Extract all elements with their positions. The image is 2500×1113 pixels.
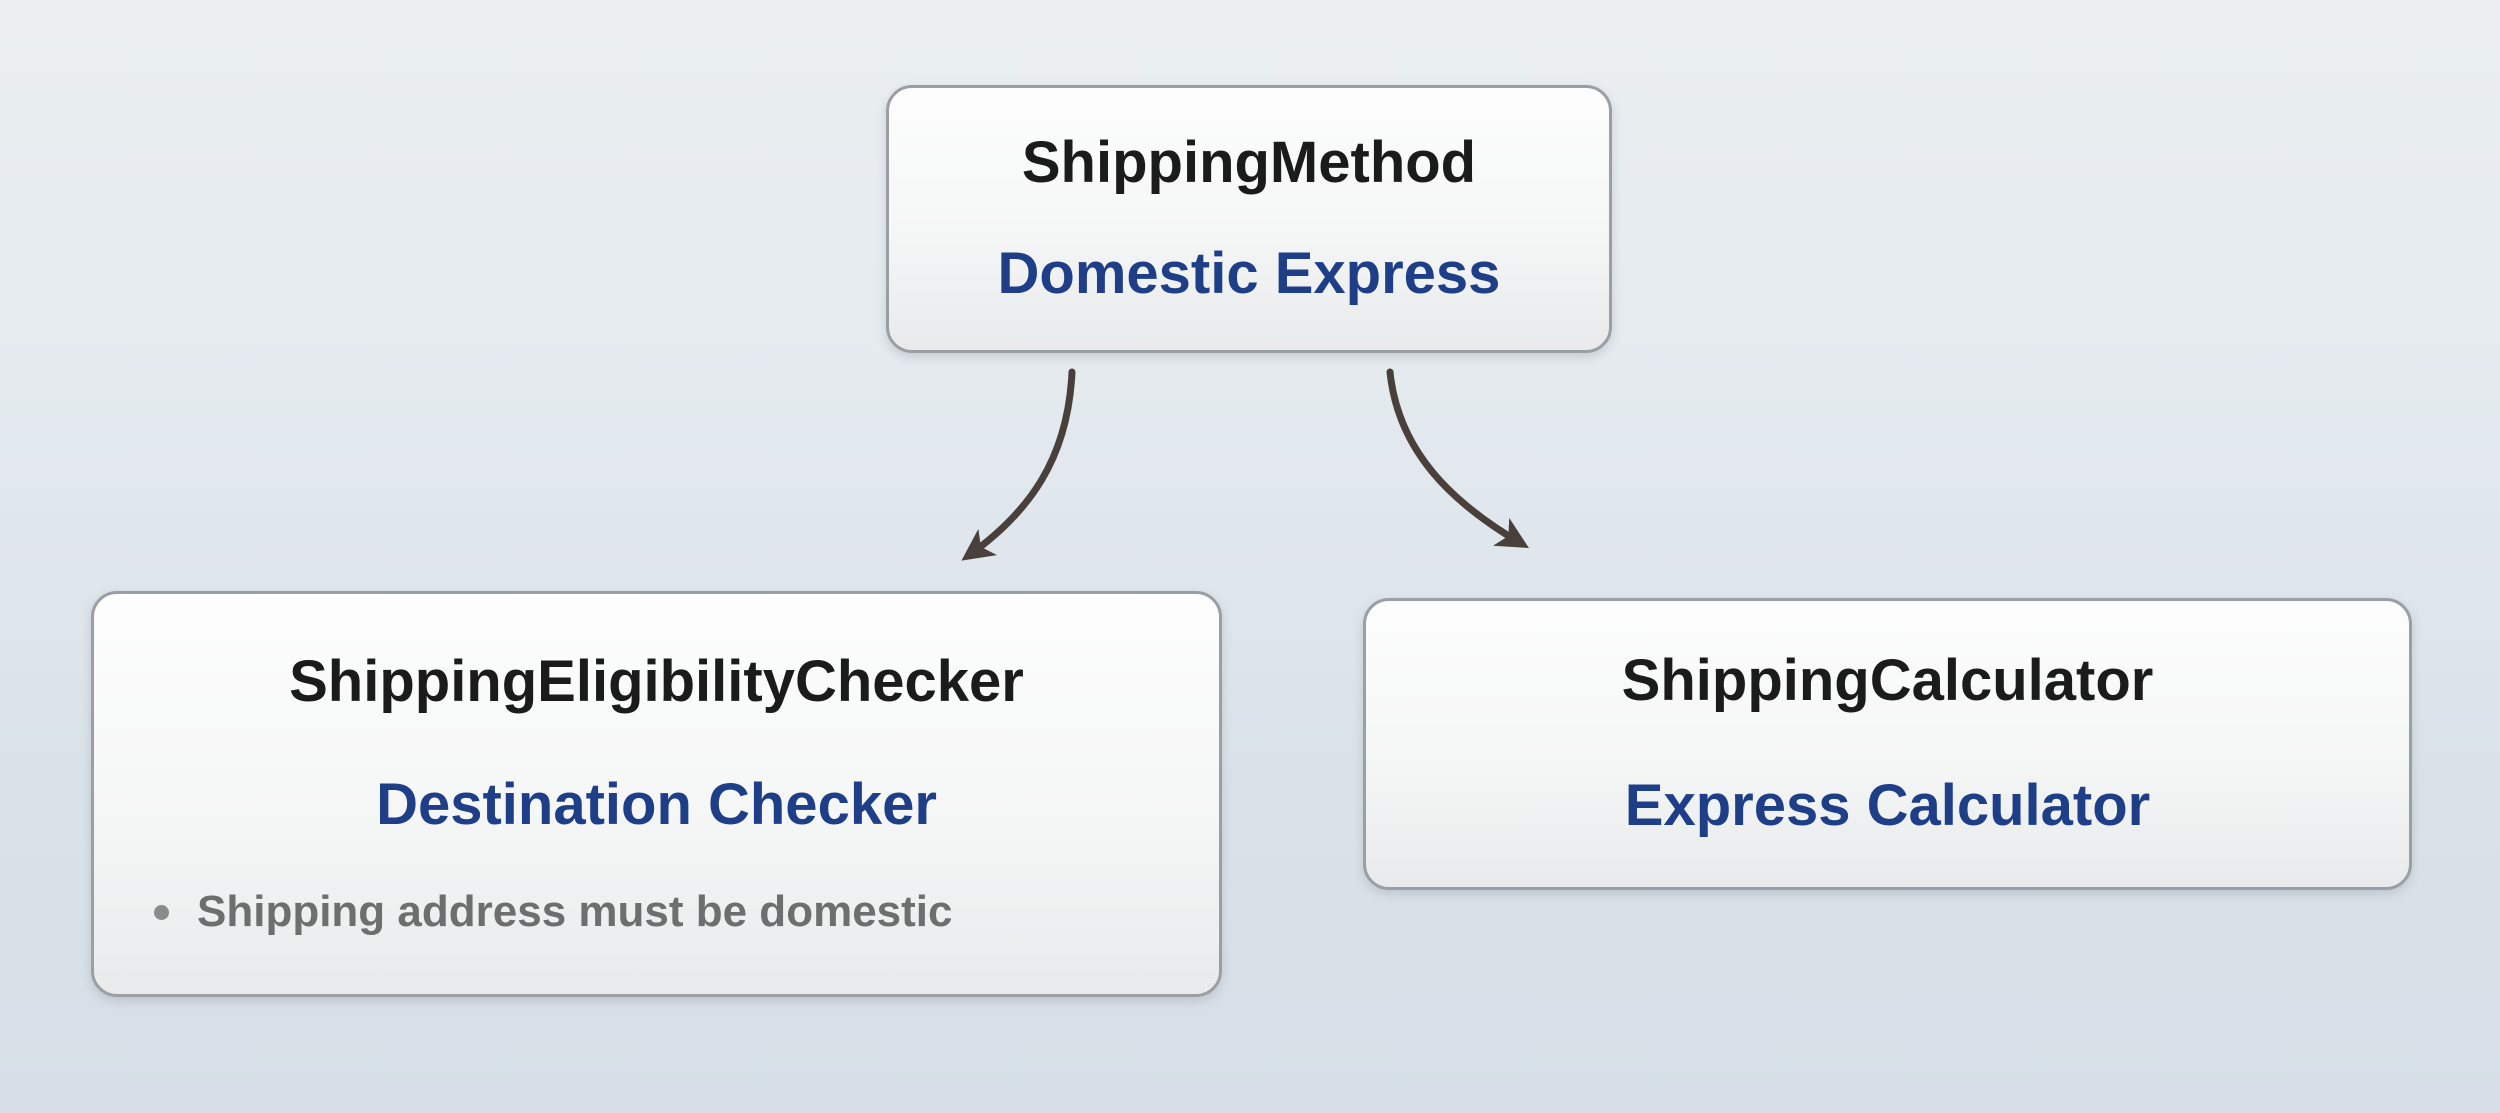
bullet-text: Shipping address must be domestic [197,887,953,937]
node-title: ShippingCalculator [1621,648,2154,714]
node-title: ShippingEligibilityChecker [289,648,1024,714]
node-title: ShippingMethod [1021,130,1477,196]
node-shipping-eligibility-checker: ShippingEligibilityChecker Destination C… [91,591,1222,997]
bullet-item: Shipping address must be domestic [94,886,1219,939]
node-subtitle: Express Calculator [1624,773,2151,838]
bullet-dot-icon [154,905,169,921]
node-shipping-method: ShippingMethod Domestic Express [886,85,1612,353]
arrow-to-calculator-icon [1386,368,1529,549]
node-subtitle: Destination Checker [376,771,937,837]
node-shipping-calculator: ShippingCalculator Express Calculator [1363,598,2412,890]
node-subtitle: Domestic Express [997,241,1501,306]
arrow-to-eligibility-checker-icon [961,368,1076,561]
